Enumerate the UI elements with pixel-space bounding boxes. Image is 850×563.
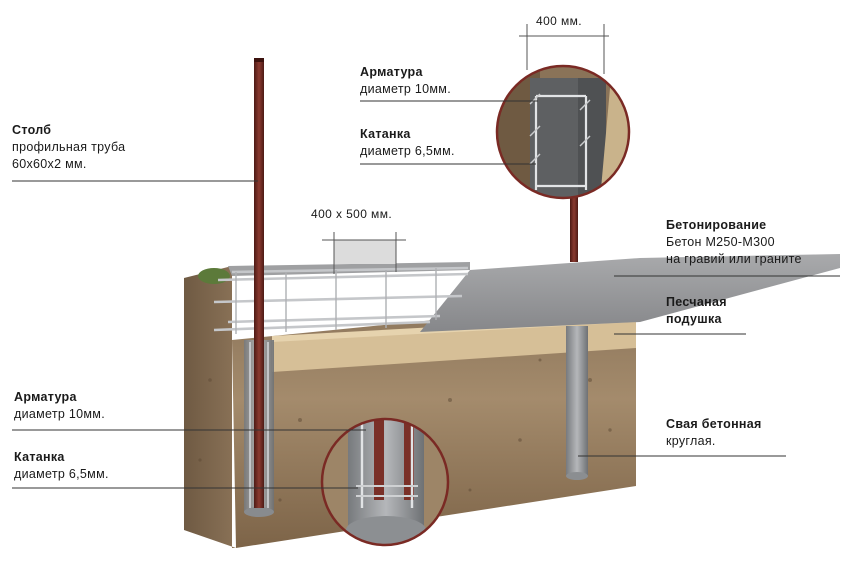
label-wire-bottom-line1: диаметр 6,5мм.	[14, 467, 109, 481]
label-pile-line1: круглая.	[666, 434, 716, 448]
dimension-section	[322, 232, 406, 274]
label-sand-title: Песчаная	[666, 295, 727, 309]
grass-tuft	[198, 268, 230, 284]
detail-circle-top	[495, 64, 631, 200]
label-sand: Песчаная подушка	[666, 294, 727, 328]
label-wire-bottom-title: Катанка	[14, 450, 65, 464]
label-post-line2: 60x60x2 мм.	[12, 157, 87, 171]
label-concreting-title: Бетонирование	[666, 218, 767, 232]
post-right	[570, 192, 578, 262]
soil-side-face	[184, 266, 236, 548]
label-wire-top-line1: диаметр 6,5мм.	[360, 144, 455, 158]
sand-cushion	[272, 320, 636, 372]
label-wire-bottom: Катанка диаметр 6,5мм.	[14, 449, 109, 483]
label-rebar-top-title: Арматура	[360, 65, 423, 79]
label-rebar-top: Арматура диаметр 10мм.	[360, 64, 451, 98]
label-rebar-bottom-line1: диаметр 10мм.	[14, 407, 105, 421]
label-post-line1: профильная труба	[12, 140, 126, 154]
leader-lines	[12, 100, 840, 489]
label-wire-top-title: Катанка	[360, 127, 411, 141]
concrete-surface	[420, 254, 840, 332]
label-sand-line1: подушка	[666, 312, 722, 326]
label-concreting-line2: на гравий или граните	[666, 252, 802, 266]
label-concreting-line1: Бетон М250-М300	[666, 235, 775, 249]
label-post-title: Столб	[12, 123, 52, 137]
label-pile: Свая бетонная круглая.	[666, 416, 762, 450]
dimension-400	[519, 24, 609, 74]
label-rebar-bottom: Арматура диаметр 10мм.	[14, 389, 105, 423]
post-left	[254, 60, 264, 508]
label-rebar-bottom-title: Арматура	[14, 390, 77, 404]
label-concreting: Бетонирование Бетон М250-М300 на гравий …	[666, 217, 802, 268]
detail-circle-bottom	[320, 417, 450, 547]
label-wire-top: Катанка диаметр 6,5мм.	[360, 126, 455, 160]
pile-right	[566, 326, 588, 476]
label-pile-title: Свая бетонная	[666, 417, 762, 431]
dimension-label-top: 400 мм.	[536, 14, 582, 28]
dimension-label-section: 400 x 500 мм.	[311, 207, 393, 221]
label-post: Столб профильная труба 60x60x2 мм.	[12, 122, 125, 173]
label-rebar-top-line1: диаметр 10мм.	[360, 82, 451, 96]
